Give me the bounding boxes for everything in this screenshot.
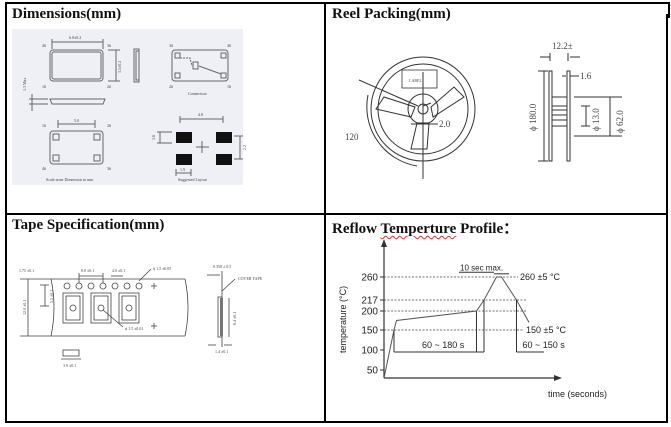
tape-drawing: 1.75 ±0.1 8.0 ±0.1 4.0 ±0.1 ϕ 1.5 ±0.05 …	[19, 264, 263, 368]
reel-drawing: LABEL 120 2.0 12.2± 1.6 ϕ 180.0 ϕ 13.0 ϕ…	[345, 41, 625, 179]
reflow-title: Reflow Temperture Profile：	[332, 217, 518, 238]
reel-hub-gap: 2.0	[439, 119, 451, 129]
bot-tl: 1#	[42, 123, 46, 128]
dim-top-width: 6.0±0.2	[69, 35, 81, 40]
table-border-top	[5, 2, 670, 4]
table-border-left	[5, 2, 7, 423]
tape-pitch: 8.0 ±0.1	[81, 268, 94, 273]
table-border-right-top	[668, 2, 670, 18]
y-tick-label-150: 150	[361, 326, 378, 337]
peak-note-label: 10 sec max.	[460, 264, 503, 273]
reel-flange: 1.6	[580, 71, 592, 81]
scale-note: Scale none Dimension in mm	[46, 177, 94, 182]
reel-packing-title: Reel Packing(mm)	[332, 6, 451, 22]
bot-tr: 2#	[107, 123, 111, 128]
reel-bore-dia: ϕ 13.0	[591, 108, 601, 131]
profile-line	[383, 276, 530, 379]
dim-bottom-width: 5.0	[74, 118, 79, 123]
y-tick-label-50: 50	[367, 366, 379, 377]
conn-br: 1#	[227, 84, 231, 89]
conn-tr: 4#	[227, 43, 231, 48]
tape-width: 12.0 ±0.1	[22, 300, 27, 315]
table-border-middle	[324, 2, 326, 423]
tape-hole-pitch: 4.0 ±0.1	[112, 268, 125, 273]
layout-span: 4.8	[198, 112, 203, 117]
table-border-middle-row	[5, 213, 668, 215]
dim-pad-d: 2#	[107, 84, 111, 89]
layout-pad-w: 1.9	[180, 167, 185, 172]
y-tick-label-260: 260	[361, 273, 378, 284]
preheat-time-label: 60 ~ 180 s	[422, 340, 465, 350]
dim-pad-c: 1#	[42, 84, 46, 89]
reel-outer-dia: ϕ 180.0	[528, 103, 538, 131]
preheat-temp-label: 150 ±5 °C	[526, 325, 567, 335]
reel-angle: 120	[345, 132, 359, 142]
tape-depth: 1.4 ±0.1	[215, 349, 228, 354]
dim-side-height: 3.5±0.2	[117, 61, 122, 73]
x-axis-arrow	[554, 375, 562, 381]
reflow-title-word3: Profile：	[460, 221, 519, 237]
reflow-title-word2: Temperture	[380, 221, 457, 237]
reel-label-box: LABEL	[409, 78, 422, 83]
tape-spec-title: Tape Specification(mm)	[12, 217, 165, 233]
table-border-bottom	[5, 421, 668, 423]
dim-pad-b: 3#	[107, 43, 111, 48]
reel-hub-dia: ϕ 62.0	[615, 110, 625, 133]
reflow-title-word1: Reflow	[332, 221, 377, 237]
y-axis-arrow	[381, 239, 387, 247]
conn-tl: 3#	[169, 43, 173, 48]
peak-temp-label: 260 ±5 °C	[520, 272, 561, 282]
reel-packing-cell: Reel Packing(mm)	[326, 4, 666, 213]
tape-pocket-offset: 5.5 ±0.1	[49, 290, 54, 303]
tape-pocket-depth: 6.4 ±0.1	[232, 312, 237, 325]
y-tick-label-217: 217	[361, 296, 378, 307]
tape-edge: 1.75 ±0.1	[19, 268, 34, 273]
conn-bl: 2#	[169, 84, 173, 89]
tape-cover-tape: COVER TAPE	[238, 276, 263, 281]
dimensions-title: Dimensions(mm)	[12, 6, 122, 22]
x-axis-label: time (seconds)	[548, 389, 607, 399]
suggested-layout-label: Suggested Layout	[178, 177, 208, 182]
y-tick-label-100: 100	[361, 346, 378, 357]
connection-label: Connection	[188, 91, 206, 96]
bot-br: 3#	[107, 166, 111, 171]
dimensions-drawing: 6.0±0.2 4# 3# 1# 2# 1.3 Max 3.5±0.2 3# 4…	[12, 29, 247, 185]
y-axis-label: temperature (°C)	[338, 286, 348, 353]
tape-part: 3.9 ±0.1	[63, 363, 76, 368]
tape-spec-cell: Tape Specification(mm)	[7, 215, 324, 421]
dim-max-height: 1.3 Max	[22, 78, 27, 91]
y-tick-label-200: 200	[361, 307, 378, 318]
dim-pad-a: 4#	[42, 43, 46, 48]
tape-thickness: 0.350 ± 0.5	[213, 264, 231, 269]
reflow-time-label: 60 ~ 150 s	[523, 340, 566, 350]
tape-sprocket: ϕ 1.5 ±0.05	[153, 266, 171, 271]
layout-gap: 2.2	[242, 145, 247, 150]
dimensions-cell: Dimensions(mm)	[7, 4, 324, 213]
table-border-right	[666, 14, 668, 423]
bot-bl: 4#	[42, 166, 46, 171]
reel-width: 12.2±	[552, 41, 573, 51]
tape-pocket-hole: ϕ 1.5 ±0.01	[125, 326, 143, 331]
layout-pad-h: 1.6	[151, 135, 156, 140]
